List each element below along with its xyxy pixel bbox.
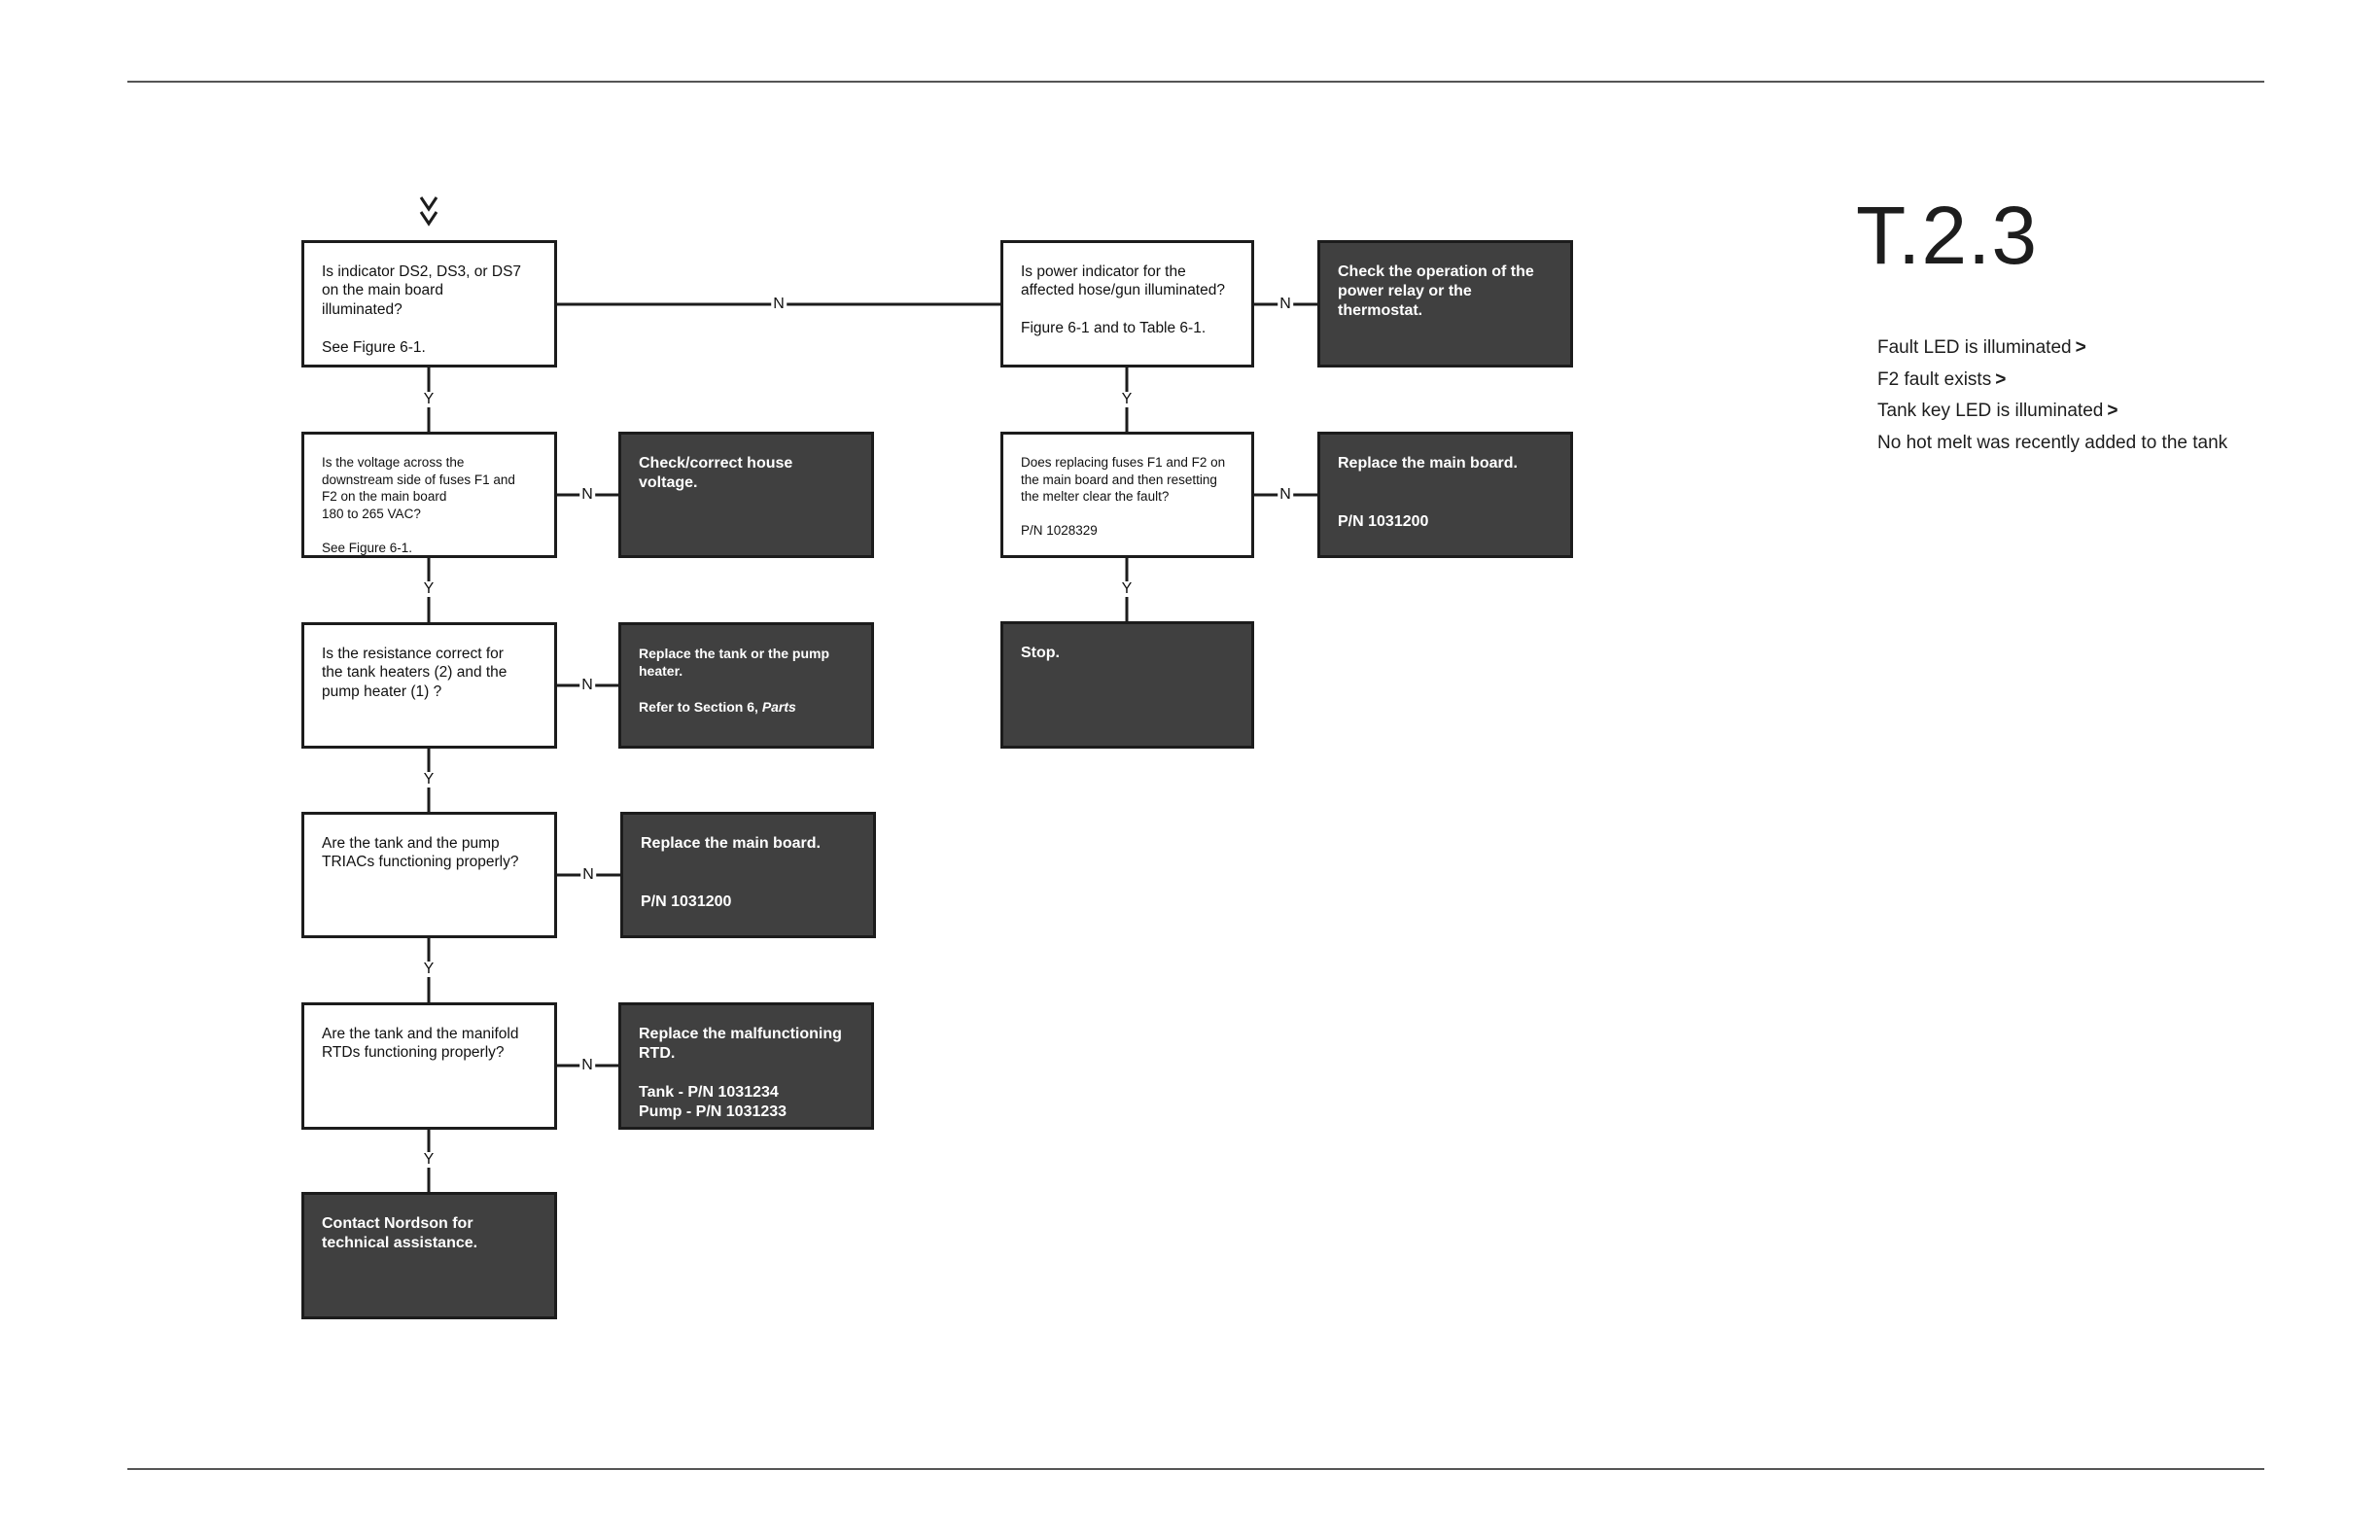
action-replace-main-board-2: Replace the main board. P/N 1031200 [1317,432,1573,558]
action-replace-main-board-1: Replace the main board. P/N 1031200 [620,812,876,938]
condition-list: Fault LED is illuminated> F2 fault exist… [1877,332,2227,459]
condition-item: Tank key LED is illuminated> [1877,396,2227,428]
action-contact-nordson: Contact Nordson for technical assistance… [301,1192,557,1319]
label-y-q7: Y [1119,580,1135,597]
label-n-q6: N [1278,296,1293,312]
action-replace-rtd: Replace the malfunctioning RTD. Tank - P… [618,1002,874,1130]
condition-text: Fault LED is illuminated [1877,337,2072,358]
condition-text: F2 fault exists [1877,368,1992,390]
condition-item: Fault LED is illuminated> [1877,332,2227,365]
label-y-q5: Y [421,1151,437,1168]
label-n-q1: N [771,296,787,312]
label-y-q2: Y [421,580,437,597]
label-y-q6: Y [1119,391,1135,407]
action-replace-heater-parts-ref: Parts [761,698,796,715]
question-indicator-illuminated: Is indicator DS2, DS3, or DS7 on the mai… [301,240,557,368]
question-rtds-functioning: Are the tank and the manifold RTDs funct… [301,1002,557,1130]
action-stop: Stop. [1000,621,1254,749]
label-y-q1: Y [421,391,437,407]
chevron-right-icon: > [2107,401,2118,421]
action-replace-heater: Replace the tank or the pump heater. Ref… [618,622,874,749]
condition-text: No hot melt was recently added to the ta… [1877,432,2228,453]
label-y-q3: Y [421,771,437,788]
chevron-right-icon: > [1995,368,2007,390]
question-heater-resistance: Is the resistance correct for the tank h… [301,622,557,749]
action-check-power-relay: Check the operation of the power relay o… [1317,240,1573,368]
question-voltage-across-fuses: Is the voltage across the downstream sid… [301,432,557,558]
action-replace-heater-text: Replace the tank or the pump heater. Ref… [639,646,830,715]
label-n-q3: N [579,677,595,693]
label-n-q2: N [579,486,595,503]
question-triacs-functioning: Are the tank and the pump TRIACs functio… [301,812,557,938]
question-power-indicator: Is power indicator for the affected hose… [1000,240,1254,368]
label-n-q5: N [579,1057,595,1073]
entry-arrow-lower [419,211,438,227]
label-n-q7: N [1278,486,1293,503]
condition-text: Tank key LED is illuminated [1877,401,2104,421]
label-n-q4: N [580,866,596,883]
top-rule [127,81,2264,83]
condition-item: F2 fault exists> [1877,365,2227,397]
entry-arrow-upper [419,196,438,212]
question-replace-fuses: Does replacing fuses F1 and F2 on the ma… [1000,432,1254,558]
chevron-right-icon: > [2075,337,2086,358]
bottom-rule [127,1468,2264,1470]
label-y-q4: Y [421,961,437,977]
condition-item: No hot melt was recently added to the ta… [1877,428,2227,460]
action-check-house-voltage: Check/correct house voltage. [618,432,874,558]
page-title: T.2.3 [1856,190,2039,281]
